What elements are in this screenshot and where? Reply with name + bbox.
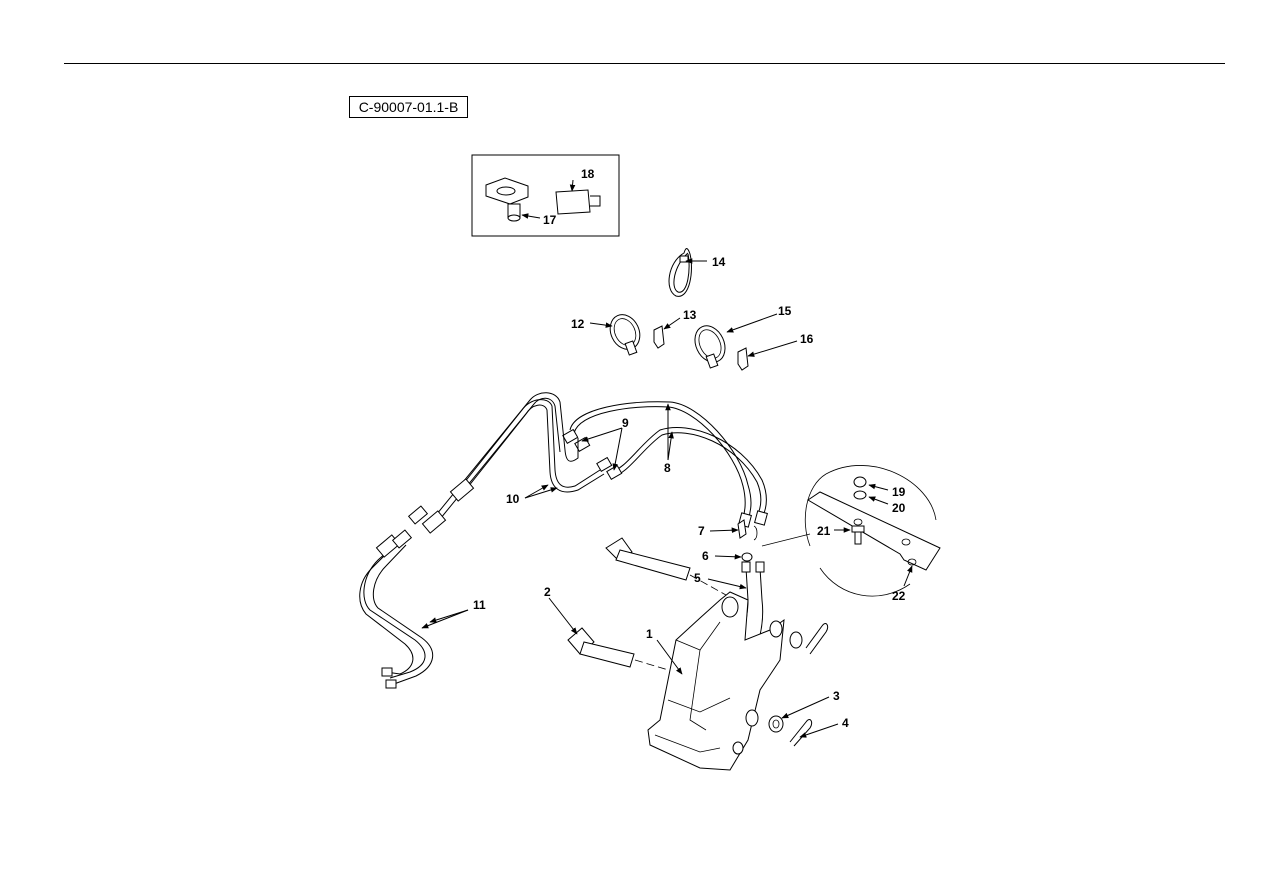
part-15-hose-clamp-drawing: [694, 325, 726, 369]
callout-22: 22: [892, 589, 906, 603]
part-4-lynch-pin-drawing: [789, 719, 813, 747]
part-6-nut-drawing: [741, 552, 753, 562]
part-22-plate-drawing: [807, 491, 941, 571]
part-14-cable-tie-drawing: [668, 248, 692, 297]
callout-21: 21: [817, 524, 831, 538]
part-18-block-drawing: [555, 189, 601, 215]
callout-1: 1: [646, 627, 653, 641]
part-19-nut-drawing: [853, 476, 867, 488]
upper-pin-drawing: [605, 537, 736, 601]
figure-reference-code: C-90007-01.1-B: [349, 96, 468, 118]
part-16-clip-drawing: [737, 347, 749, 371]
callout-20: 20: [892, 501, 906, 515]
part-3-washer-drawing: [768, 715, 784, 733]
hose-assembly-11-drawing: [359, 529, 433, 689]
callout-10: 10: [506, 492, 520, 506]
callout-11: 11: [473, 598, 486, 612]
part-17-fitting-drawing: [485, 177, 529, 222]
callout-3: 3: [833, 689, 840, 703]
fittings-9-drawing: [562, 428, 623, 481]
callout-8: 8: [664, 461, 671, 475]
callout-17: 17: [543, 213, 557, 227]
top-rule: [64, 63, 1225, 64]
callout-4: 4: [842, 716, 849, 730]
callout-9: 9: [622, 416, 629, 430]
detail-inset-17-18: [471, 154, 620, 237]
callout-16: 16: [800, 332, 814, 346]
callout-15: 15: [778, 304, 792, 318]
callout-6: 6: [702, 549, 709, 563]
callout-12: 12: [571, 317, 585, 331]
hose-assembly-10-drawing: [407, 392, 605, 534]
callout-2: 2: [544, 585, 551, 599]
callout-5: 5: [694, 571, 701, 585]
bracket-side-clips-drawing: [789, 623, 829, 655]
detail-circle-19-22: [761, 465, 941, 597]
callout-19: 19: [892, 485, 906, 499]
part-21-bolt-drawing: [851, 525, 865, 545]
part-7-clip-drawing: [737, 519, 758, 541]
hose-assembly-8-drawing: [569, 401, 768, 528]
part-2-pin-drawing: [567, 627, 676, 673]
callout-7: 7: [698, 524, 705, 538]
callout-18: 18: [581, 167, 595, 181]
part-20-washer-drawing: [853, 490, 867, 500]
part-12-hose-clamp-drawing: [609, 314, 641, 356]
callout-13: 13: [683, 308, 697, 322]
callout-14: 14: [712, 255, 726, 269]
part-13-clip-drawing: [653, 325, 665, 349]
part-1-bracket-drawing: [647, 591, 785, 771]
